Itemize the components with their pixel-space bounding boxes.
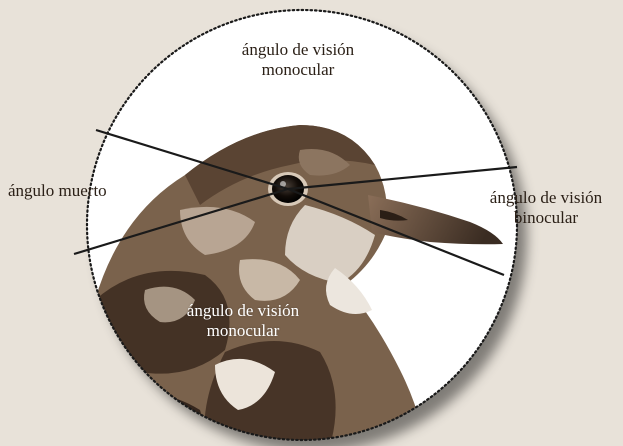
monocular-angle-top-line2: monocular: [203, 60, 393, 80]
binocular-angle-line1: ángulo de visión: [466, 188, 623, 208]
monocular-angle-top-label: ángulo de visión monocular: [203, 40, 393, 79]
monocular-angle-bottom-line1: ángulo de visión: [148, 301, 338, 321]
blind-angle-label: ángulo muerto: [8, 181, 107, 201]
monocular-angle-top-line1: ángulo de visión: [203, 40, 393, 60]
binocular-angle-label: ángulo de visión binocular: [466, 188, 623, 227]
monocular-angle-bottom-label: ángulo de visión monocular: [148, 301, 338, 340]
monocular-angle-bottom-line2: monocular: [148, 321, 338, 341]
binocular-angle-line2: binocular: [466, 208, 623, 228]
